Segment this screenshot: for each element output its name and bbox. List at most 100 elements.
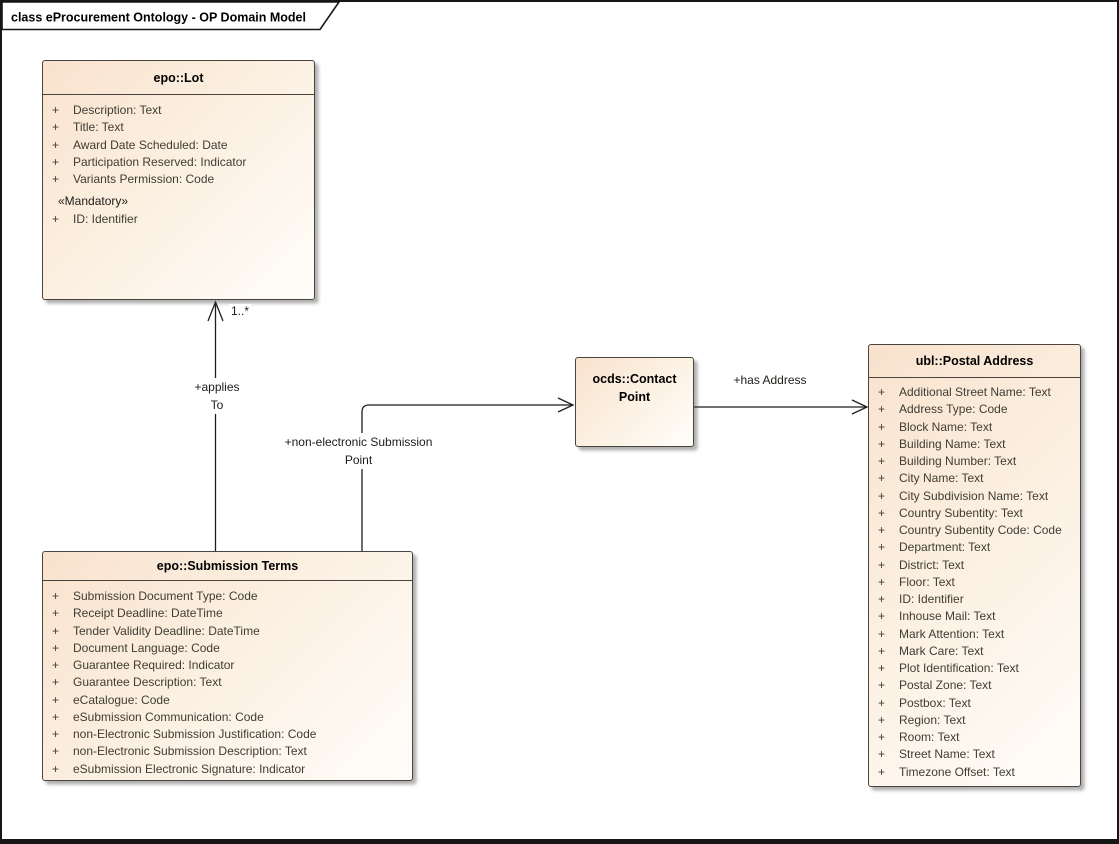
- attribute-row: + Timezone Offset: Text: [869, 764, 1080, 781]
- postal-address-attributes: + Additional Street Name: Text + Address…: [869, 378, 1080, 781]
- attribute-text: Description: Text: [73, 103, 162, 117]
- visibility-marker: +: [878, 454, 886, 468]
- attribute-row: + Floor: Text: [869, 574, 1080, 591]
- attribute-row: + Participation Reserved: Indicator: [43, 154, 314, 171]
- attribute-text: Submission Document Type: Code: [73, 589, 258, 603]
- open-arrowhead-icon: [207, 300, 224, 322]
- multiplicity-label: 1..*: [229, 304, 252, 318]
- visibility-marker: +: [52, 623, 60, 638]
- visibility-marker: +: [52, 692, 60, 707]
- lot-attributes: + Description: Text + Title: Text + Awar…: [43, 95, 314, 188]
- visibility-marker: +: [52, 744, 60, 759]
- attribute-row: + Block Name: Text: [869, 419, 1080, 436]
- visibility-marker: +: [878, 436, 886, 451]
- visibility-marker: +: [52, 727, 60, 741]
- class-name-line2: Point: [618, 390, 651, 404]
- visibility-marker: +: [52, 640, 60, 655]
- attribute-text: eSubmission Electronic Signature: Indica…: [73, 761, 306, 776]
- attribute-row: + Department: Text: [869, 539, 1080, 556]
- visibility-marker: +: [878, 747, 886, 762]
- attribute-row: + Room: Text: [869, 729, 1080, 746]
- attribute-text: non-Electronic Submission Description: T…: [73, 744, 307, 759]
- attribute-row: + Additional Street Name: Text: [869, 384, 1080, 401]
- visibility-marker: +: [878, 523, 886, 537]
- attribute-text: Title: Text: [73, 120, 124, 135]
- attribute-text: City Subdivision Name: Text: [899, 488, 1049, 503]
- attribute-text: Block Name: Text: [899, 419, 993, 434]
- attribute-text: Additional Street Name: Text: [899, 385, 1051, 399]
- association-has-address[interactable]: [694, 399, 869, 415]
- visibility-marker: +: [878, 574, 886, 589]
- attribute-text: City Name: Text: [899, 471, 984, 486]
- attribute-row: + Guarantee Description: Text: [43, 674, 412, 691]
- visibility-marker: +: [878, 764, 886, 779]
- attribute-row: + eSubmission Electronic Signature: Indi…: [43, 761, 412, 778]
- attribute-text: Tender Validity Deadline: DateTime: [73, 623, 260, 638]
- attribute-row: + Building Number: Text: [869, 453, 1080, 470]
- association-non-electronic-submission-point[interactable]: [361, 397, 575, 551]
- attribute-text: Document Language: Code: [73, 640, 220, 655]
- class-box-ocds-contact-point[interactable]: ocds::Contact Point: [575, 357, 694, 447]
- association-label-applies-to: +applies To: [168, 378, 266, 414]
- class-box-epo-lot[interactable]: epo::Lot + Description: Text + Title: Te…: [42, 60, 315, 300]
- class-box-ubl-postal-address[interactable]: ubl::Postal Address + Additional Street …: [868, 344, 1081, 787]
- visibility-marker: +: [878, 609, 886, 624]
- attribute-text: Participation Reserved: Indicator: [73, 154, 247, 169]
- attribute-text: Postbox: Text: [899, 695, 971, 710]
- visibility-marker: +: [878, 540, 886, 555]
- visibility-marker: +: [52, 103, 60, 117]
- visibility-marker: +: [878, 419, 886, 434]
- attribute-text: Floor: Text: [899, 574, 955, 589]
- association-applies-to[interactable]: [207, 300, 224, 551]
- visibility-marker: +: [878, 505, 886, 520]
- class-box-epo-submission-terms[interactable]: epo::Submission Terms + Submission Docum…: [42, 551, 413, 781]
- attribute-row: + eSubmission Communication: Code: [43, 709, 412, 726]
- attribute-text: Building Number: Text: [899, 454, 1017, 468]
- lot-mandatory-attributes: + ID: Identifier: [43, 211, 314, 228]
- attribute-row: + Country Subentity Code: Code: [869, 522, 1080, 539]
- diagram-frame-tab: class eProcurement Ontology - OP Domain …: [2, 2, 340, 31]
- attribute-row: + Document Language: Code: [43, 640, 412, 657]
- attribute-row: + Address Type: Code: [869, 401, 1080, 418]
- class-name-line1: ocds::Contact: [592, 372, 677, 386]
- visibility-marker: +: [52, 658, 60, 672]
- stereotype-label: «Mandatory»: [58, 194, 129, 209]
- attribute-text: Inhouse Mail: Text: [899, 609, 996, 624]
- attribute-text: ID: Identifier: [899, 592, 964, 606]
- attribute-text: Plot Identification: Text: [899, 661, 1019, 675]
- attribute-text: Guarantee Description: Text: [73, 675, 222, 690]
- attribute-text: Address Type: Code: [899, 402, 1008, 417]
- attribute-text: Postal Zone: Text: [899, 678, 992, 693]
- attribute-text: Receipt Deadline: DateTime: [73, 606, 223, 621]
- attribute-row: + Region: Text: [869, 712, 1080, 729]
- attribute-row: + non-Electronic Submission Justificatio…: [43, 726, 412, 743]
- attribute-row: + City Subdivision Name: Text: [869, 488, 1080, 505]
- visibility-marker: +: [52, 589, 60, 603]
- attribute-row: + Title: Text: [43, 119, 314, 136]
- visibility-marker: +: [878, 730, 886, 744]
- visibility-marker: +: [52, 211, 60, 226]
- diagram-title: class eProcurement Ontology - OP Domain …: [11, 11, 306, 25]
- attribute-row: + Award Date Scheduled: Date: [43, 137, 314, 154]
- attribute-text: Country Subentity: Text: [899, 505, 1023, 520]
- attribute-row: + Tender Validity Deadline: DateTime: [43, 623, 412, 640]
- visibility-marker: +: [52, 154, 60, 169]
- attribute-row: + City Name: Text: [869, 470, 1080, 487]
- visibility-marker: +: [878, 661, 886, 675]
- visibility-marker: +: [878, 385, 886, 399]
- class-name: ocds::Contact Point: [576, 358, 693, 406]
- attribute-row: + non-Electronic Submission Description:…: [43, 743, 412, 760]
- attribute-text: Timezone Offset: Text: [899, 764, 1015, 779]
- visibility-marker: +: [52, 606, 60, 621]
- attribute-row: + Postbox: Text: [869, 695, 1080, 712]
- visibility-marker: +: [52, 761, 60, 776]
- visibility-marker: +: [878, 402, 886, 417]
- attribute-row: + Mark Attention: Text: [869, 626, 1080, 643]
- visibility-marker: +: [878, 695, 886, 710]
- attribute-text: Building Name: Text: [899, 436, 1006, 451]
- attribute-text: Department: Text: [899, 540, 991, 555]
- attribute-row: + Street Name: Text: [869, 746, 1080, 763]
- attribute-row: + ID: Identifier: [43, 211, 314, 228]
- visibility-marker: +: [52, 120, 60, 135]
